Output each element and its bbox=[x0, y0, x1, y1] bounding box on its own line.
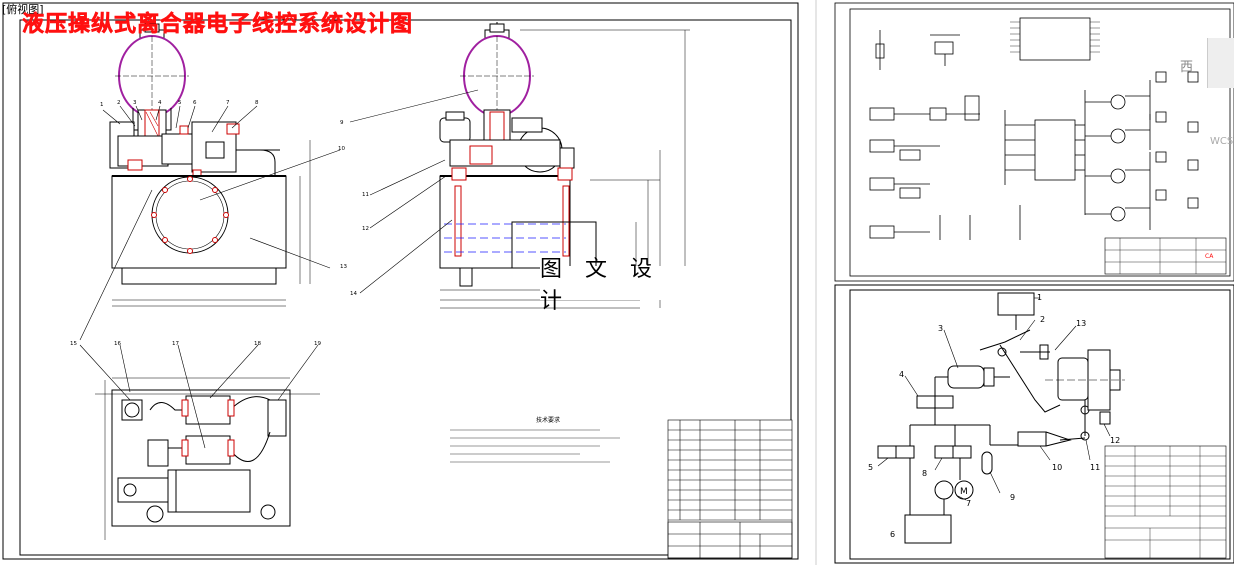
side-view bbox=[349, 22, 690, 309]
svg-text:10: 10 bbox=[338, 146, 345, 152]
sheet-3-callout-labels: 1 2 3 4 5 6 7 8 9 10 11 12 13 bbox=[868, 293, 1120, 539]
sheet-2-electrical-schematic: CA bbox=[834, 2, 1234, 282]
svg-text:5: 5 bbox=[178, 100, 182, 106]
svg-text:18: 18 bbox=[254, 341, 261, 347]
drawing-title: 液压操纵式离合器电子线控系统设计图 bbox=[22, 11, 414, 38]
svg-text:13: 13 bbox=[1076, 319, 1086, 328]
watermark: 图 文 设 计 bbox=[540, 257, 692, 314]
svg-text:2: 2 bbox=[1040, 315, 1045, 324]
svg-text:9: 9 bbox=[1010, 493, 1015, 502]
svg-text:13: 13 bbox=[340, 264, 347, 270]
svg-text:10: 10 bbox=[1052, 463, 1062, 472]
svg-text:M: M bbox=[960, 487, 968, 497]
top-view bbox=[79, 344, 320, 540]
svg-text:1: 1 bbox=[100, 102, 104, 108]
sheet-2-stamp: CA bbox=[1205, 253, 1214, 260]
svg-text:6: 6 bbox=[193, 100, 197, 106]
svg-text:4: 4 bbox=[158, 100, 162, 106]
svg-text:5: 5 bbox=[868, 463, 873, 472]
svg-text:19: 19 bbox=[314, 341, 321, 347]
svg-text:2: 2 bbox=[117, 100, 121, 106]
svg-text:8: 8 bbox=[922, 469, 927, 478]
tech-req-title: 技术要求 bbox=[536, 416, 560, 424]
svg-text:16: 16 bbox=[114, 341, 121, 347]
svg-text:11: 11 bbox=[362, 192, 369, 198]
svg-text:7: 7 bbox=[226, 100, 230, 106]
svg-text:1: 1 bbox=[1037, 293, 1042, 302]
sheet-1-outer-frame bbox=[2, 2, 799, 560]
sheet-3-system-schematic: M bbox=[834, 284, 1234, 564]
svg-text:14: 14 bbox=[350, 291, 357, 297]
svg-text:4: 4 bbox=[899, 370, 904, 379]
svg-text:9: 9 bbox=[340, 120, 344, 126]
svg-text:8: 8 bbox=[255, 100, 259, 106]
svg-text:7: 7 bbox=[966, 499, 971, 508]
technical-requirements-block: 技术要求 bbox=[450, 416, 620, 463]
svg-text:17: 17 bbox=[172, 341, 179, 347]
svg-text:12: 12 bbox=[1110, 436, 1120, 445]
svg-text:3: 3 bbox=[938, 324, 943, 333]
svg-text:15: 15 bbox=[70, 341, 77, 347]
viewcube[interactable] bbox=[1207, 38, 1234, 88]
view-label[interactable]: [俯视图] bbox=[2, 3, 44, 16]
svg-text:3: 3 bbox=[133, 100, 137, 106]
svg-text:6: 6 bbox=[890, 530, 895, 539]
svg-text:12: 12 bbox=[362, 226, 369, 232]
sheet-1-parts-list bbox=[667, 419, 793, 559]
sheet-1-inner-frame bbox=[19, 19, 792, 556]
viewcube-label[interactable]: 西 bbox=[1180, 60, 1194, 75]
wcs-label[interactable]: WCS bbox=[1210, 136, 1234, 147]
front-view bbox=[79, 22, 341, 341]
svg-text:11: 11 bbox=[1090, 463, 1100, 472]
